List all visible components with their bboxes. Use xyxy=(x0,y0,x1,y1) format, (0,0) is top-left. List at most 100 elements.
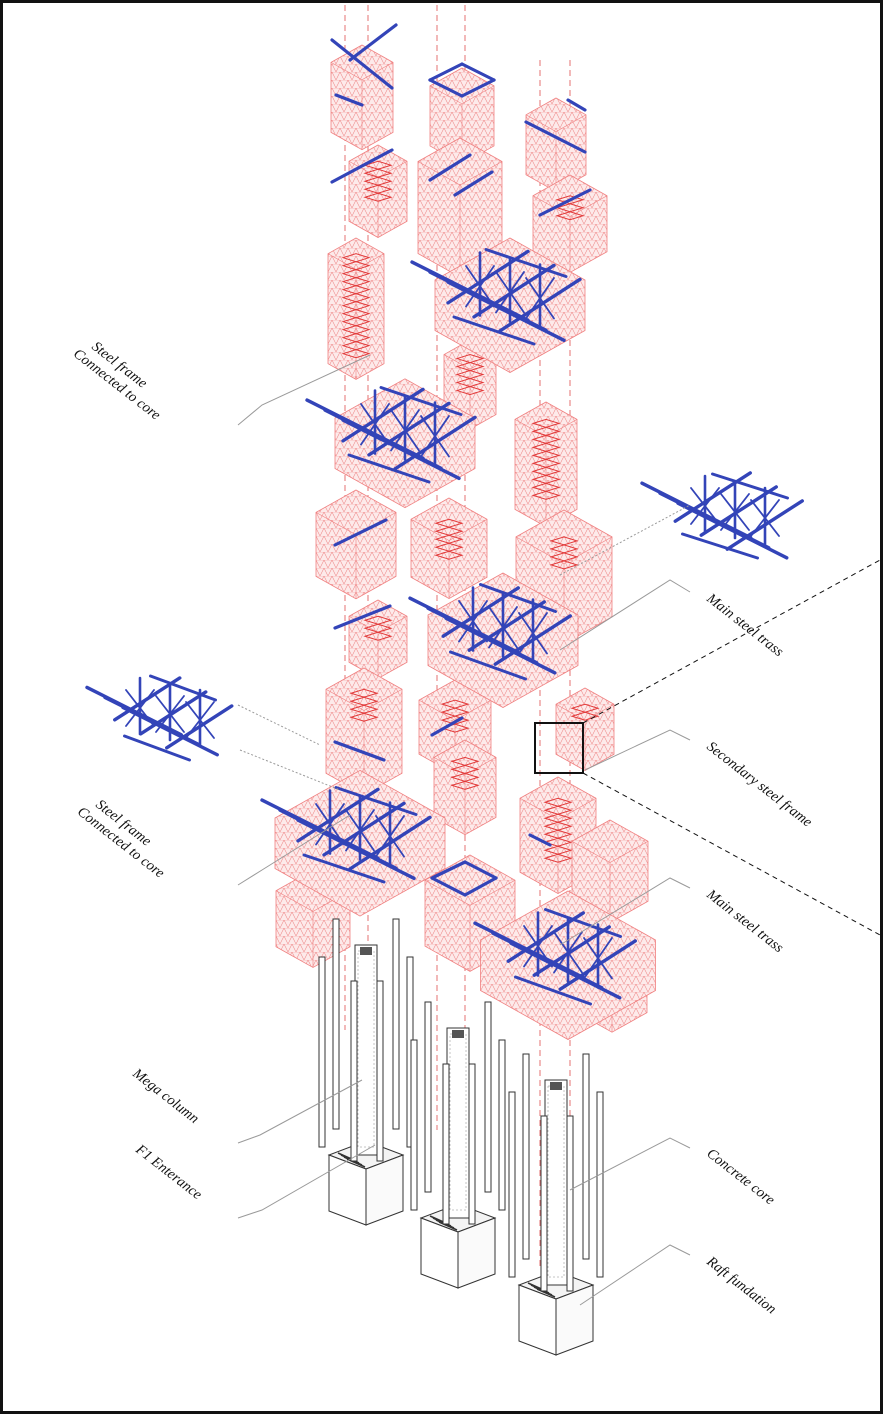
core-ring xyxy=(341,309,371,319)
module-a2 xyxy=(330,144,408,238)
core-ring xyxy=(455,370,485,380)
core-ring xyxy=(543,845,573,855)
core-ring xyxy=(450,764,480,774)
core-ring xyxy=(543,805,573,815)
mega-column xyxy=(596,1091,604,1278)
core-ring xyxy=(531,474,561,484)
module-b4 xyxy=(410,497,488,600)
steel-member xyxy=(460,62,496,82)
core-ring xyxy=(531,466,561,476)
steel-member xyxy=(333,604,392,630)
mega-column xyxy=(522,1053,530,1260)
label-mega-column: Mega column xyxy=(129,1065,202,1127)
steel-member xyxy=(330,148,394,184)
leader-lines xyxy=(237,354,691,1306)
lower-main-truss xyxy=(473,890,656,1040)
steel-member xyxy=(348,23,398,62)
core-ring xyxy=(455,378,485,388)
label-main-steel-trass-upper: Main steel trass xyxy=(703,590,787,660)
core-ring xyxy=(341,349,371,359)
leader-steel-frame-upper xyxy=(237,354,371,426)
entrance-step xyxy=(346,1158,366,1168)
concrete-core xyxy=(354,944,378,1156)
steel-member xyxy=(428,153,472,182)
core-ring xyxy=(543,797,573,807)
steel-member xyxy=(345,809,375,852)
core-ring xyxy=(363,160,393,170)
steel-member xyxy=(334,93,364,107)
leader-left-truss xyxy=(239,749,341,791)
module-edge xyxy=(532,195,608,217)
label-concrete-core: Concrete core xyxy=(704,1146,778,1209)
upper-right-detached-truss xyxy=(640,471,804,560)
core-ring xyxy=(543,837,573,847)
leader-main-trass-upper xyxy=(559,579,691,651)
steel-member xyxy=(506,911,585,963)
label-f1-entrance: F1 Enterance xyxy=(132,1141,206,1203)
steel-member xyxy=(711,472,789,500)
steel-member xyxy=(420,415,450,458)
steel-member xyxy=(428,78,464,98)
steel-member xyxy=(379,386,463,416)
core-ring xyxy=(531,482,561,492)
steel-member xyxy=(463,876,498,897)
core-ring xyxy=(341,253,371,263)
floor-modules xyxy=(275,23,649,1033)
module-c7 xyxy=(571,819,649,924)
module-edge xyxy=(330,62,394,81)
core-ring xyxy=(434,534,464,544)
module-edge xyxy=(571,841,649,863)
steel-member xyxy=(334,786,418,816)
leader-main-trass-lower xyxy=(559,877,691,946)
core-ring xyxy=(531,418,561,428)
steel-member xyxy=(302,853,386,884)
raft-right xyxy=(365,1154,404,1226)
leader-steel-frame-lower xyxy=(237,814,351,886)
steel-member xyxy=(553,931,583,974)
module-edge xyxy=(519,798,597,820)
core-ring xyxy=(341,285,371,295)
core-ring xyxy=(363,615,393,625)
steel-member xyxy=(514,975,592,1006)
leader-f1-entrance xyxy=(237,1144,376,1219)
module-edge xyxy=(429,85,495,105)
core-ring xyxy=(455,354,485,364)
module-edge xyxy=(417,161,503,186)
core-ring xyxy=(341,293,371,303)
steel-member xyxy=(566,98,587,112)
core-ring xyxy=(549,536,579,546)
steel-member xyxy=(523,925,553,968)
steel-member xyxy=(518,612,548,655)
steel-member xyxy=(333,518,388,547)
steel-trusses xyxy=(85,237,804,1040)
steel-member xyxy=(465,265,495,308)
core-ring xyxy=(543,853,573,863)
module-edge xyxy=(424,879,516,906)
module-c2 xyxy=(532,174,608,273)
steel-member xyxy=(139,690,208,736)
steel-member xyxy=(484,248,568,278)
steel-member xyxy=(430,860,467,880)
steel-member xyxy=(123,734,191,762)
steel-member xyxy=(538,188,592,217)
core-ring xyxy=(555,203,585,213)
lower-steel-frame-truss xyxy=(260,769,446,917)
core-ring xyxy=(543,829,573,839)
detail-ray-bottom xyxy=(582,772,881,936)
module-edge xyxy=(515,536,613,565)
mega-column xyxy=(498,1039,506,1211)
detail-ray-top xyxy=(582,559,881,724)
steel-member xyxy=(460,78,496,98)
module-edge xyxy=(410,519,488,541)
steel-member xyxy=(390,409,420,452)
core-ring xyxy=(363,192,393,202)
core-ring xyxy=(531,450,561,460)
core-ring xyxy=(363,168,393,178)
steel-member xyxy=(360,403,390,446)
leader-concrete-core xyxy=(569,1137,691,1191)
core-ring xyxy=(440,699,470,709)
mega-column xyxy=(376,980,384,1162)
steel-member xyxy=(444,616,557,675)
entrance-step xyxy=(536,1288,556,1298)
